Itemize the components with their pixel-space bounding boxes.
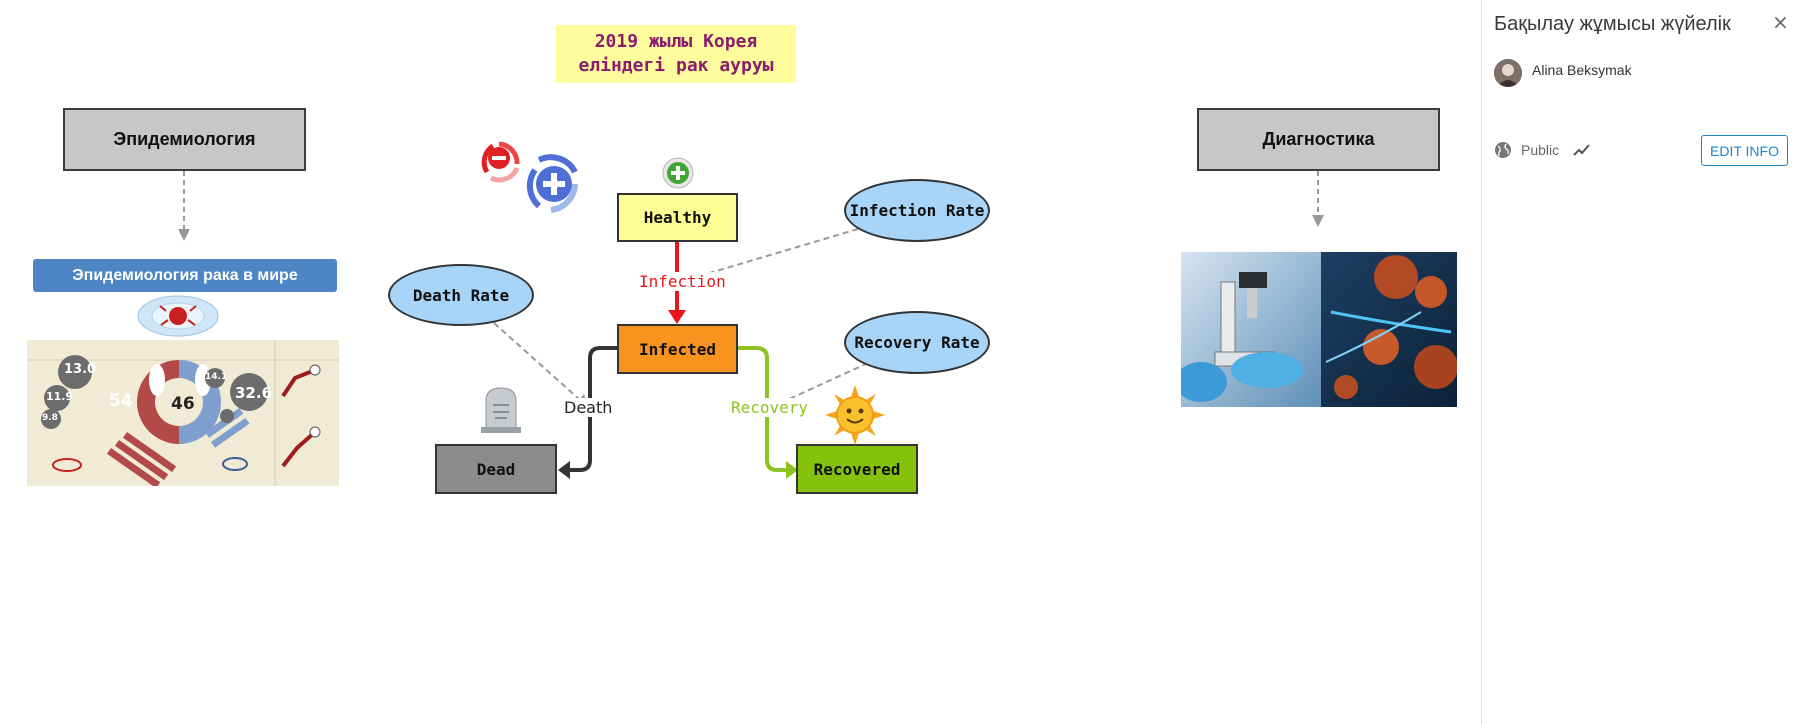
death-edge-label: Death [562,398,615,417]
lab-microscope-image[interactable] [1181,252,1457,407]
tombstone-icon [481,387,521,433]
recovery-rate-label: Recovery Rate [854,333,980,352]
negative-loop-icon [481,141,520,183]
epidemiology-label: Эпидемиология [113,129,256,149]
panel-title: Бақылау жұмысы жүйелік [1494,13,1731,35]
healthy-label: Healthy [643,208,712,227]
infected-node[interactable]: Infected [617,324,738,374]
infographic-men-share: 54 [109,391,133,411]
avatar[interactable] [1494,59,1522,87]
plus-badge-icon [662,157,694,189]
healthy-node[interactable]: Healthy [617,193,738,242]
epidemiology-box[interactable]: Эпидемиология [63,108,306,171]
infection-rate-label: Infection Rate [849,201,985,220]
epidemiology-infographic[interactable]: 13.0 11.9 9.8 54 46 14.1 32.6 [27,340,339,486]
infection-rate-ellipse[interactable]: Infection Rate [844,179,990,242]
dead-label: Dead [476,459,516,479]
globe-crab-icon [137,295,219,337]
epidemiology-arrow [178,171,190,241]
visibility-label: Public [1521,142,1560,158]
dead-node[interactable]: Dead [435,444,557,494]
close-icon[interactable]: × [1772,10,1789,34]
diagram-canvas[interactable]: 2019 жылы Корея еліндегі рак ауруы Эпиде… [0,0,1480,724]
diagram-title[interactable]: 2019 жылы Корея еліндегі рак ауруы [556,25,796,83]
positive-loop-icon [526,154,578,213]
trending-icon[interactable] [1573,142,1591,158]
infected-label: Infected [638,339,717,359]
infographic-graphics [27,340,339,486]
diagnostics-label: Диагностика [1262,129,1375,149]
info-panel: Бақылау жұмысы жүйелік × Alina Beksymak … [1481,0,1801,724]
avatar-graphic [1494,59,1522,87]
author-name[interactable]: Alina Beksymak [1532,62,1632,78]
infographic-value-c: 9.8 [42,413,58,423]
recovery-rate-ellipse[interactable]: Recovery Rate [844,311,990,374]
diagram-title-line2: еліндегі рак ауруы [578,55,774,76]
death-rate-label: Death Rate [412,285,510,305]
epidemiology-banner: Эпидемиология рака в мире [33,259,337,292]
infographic-value-a: 13.0 [64,362,97,377]
lab-microscope-graphic [1181,252,1457,407]
infographic-value-e: 32.6 [235,384,273,402]
infection-edge-label: Infection [637,272,728,291]
infographic-women-share: 46 [171,394,195,414]
recovered-node[interactable]: Recovered [796,444,918,494]
edit-info-button[interactable]: EDIT INFO [1701,135,1788,166]
infographic-value-d: 14.1 [205,372,228,382]
globe-icon [1495,142,1511,158]
diagram-title-line1: 2019 жылы Корея [594,31,758,52]
loop-icons [481,141,578,213]
recovered-label: Recovered [813,459,901,479]
sun-icon [825,385,885,445]
epidemiology-banner-text: Эпидемиология рака в мире [72,266,298,284]
infographic-value-b: 11.9 [46,390,74,403]
death-rate-ellipse[interactable]: Death Rate [388,264,534,326]
diagnostics-box[interactable]: Диагностика [1197,108,1440,171]
diagnostics-arrow [1312,171,1324,227]
recovery-edge-label: Recovery [729,398,811,417]
